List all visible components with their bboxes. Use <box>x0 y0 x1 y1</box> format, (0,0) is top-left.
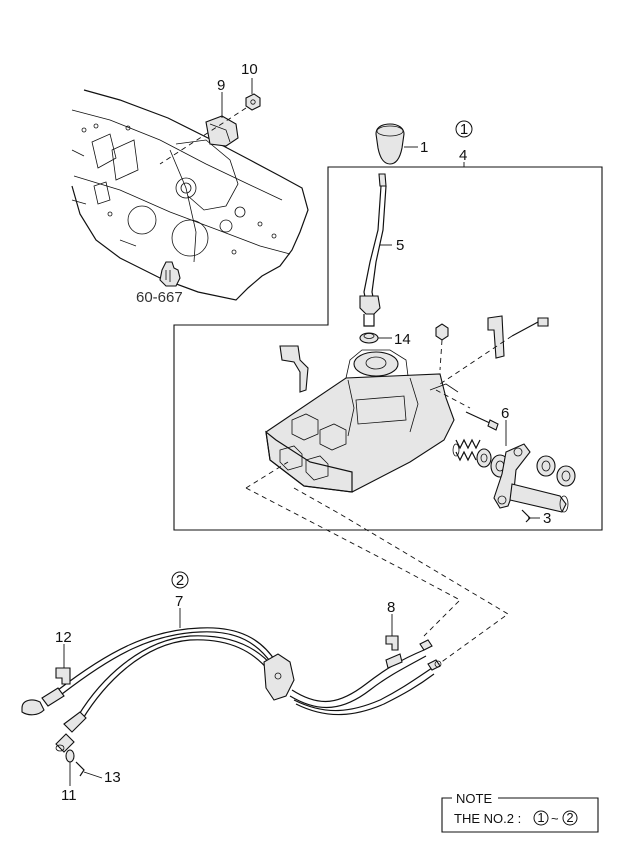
top-bolt <box>439 317 549 385</box>
part-9-cover <box>205 92 239 147</box>
note-range-end: 2 <box>566 810 573 825</box>
callout-9: 9 <box>217 77 225 94</box>
callout-5: 5 <box>396 237 404 254</box>
spring <box>452 438 481 462</box>
reference-label: 60-667 <box>136 289 183 306</box>
svg-text:1: 1 <box>460 121 468 138</box>
note-range-start: 1 <box>537 810 544 825</box>
top-nut <box>435 323 449 371</box>
shifter-base <box>265 349 459 493</box>
dash-panel <box>71 89 309 301</box>
callout-1: 1 <box>420 139 428 156</box>
svg-text:2: 2 <box>176 572 184 589</box>
part-10-nut <box>245 78 261 111</box>
part-7-shift-cable <box>21 608 442 753</box>
part-1-knob <box>375 123 418 165</box>
callout-8: 8 <box>387 599 395 616</box>
callout-11: 11 <box>61 787 77 804</box>
callout-13: 13 <box>104 769 121 786</box>
part-11-washer <box>65 749 75 786</box>
callout-7: 7 <box>175 593 183 610</box>
cable-routing-line-a <box>245 461 461 637</box>
reference-hand-icon <box>159 261 181 287</box>
callout-3: 3 <box>543 510 551 527</box>
callout-14: 14 <box>394 331 411 348</box>
left-bracket <box>279 345 309 393</box>
note-title: NOTE <box>456 791 492 806</box>
note-range-sep: ~ <box>551 811 559 826</box>
part-6-shift-lever <box>476 420 576 513</box>
assembly-frame <box>173 166 603 531</box>
note-text: THE NO.2 : <box>454 811 521 826</box>
part-12-clip <box>55 644 71 685</box>
part-5-lever <box>359 173 392 327</box>
callout-10: 10 <box>241 61 258 78</box>
cable-routing-line-b <box>293 487 509 667</box>
callout-6: 6 <box>501 405 509 422</box>
note-box: NOTE THE NO.2 : 1 ~ 2 <box>441 791 599 833</box>
part-13-clip <box>75 761 103 779</box>
right-bracket <box>487 315 505 359</box>
part-14-bushing <box>359 332 392 344</box>
assembly-line-4 <box>435 389 471 409</box>
callout-4: 4 <box>459 147 467 164</box>
pivot-bolt <box>465 411 499 431</box>
callout-12: 12 <box>55 629 72 646</box>
part-8-clip <box>385 614 399 651</box>
circled-ref-2: 2 <box>171 571 189 589</box>
circled-ref-1: 1 <box>455 120 473 138</box>
assembly-line-10 <box>159 107 247 165</box>
part-3-clip <box>521 509 540 523</box>
